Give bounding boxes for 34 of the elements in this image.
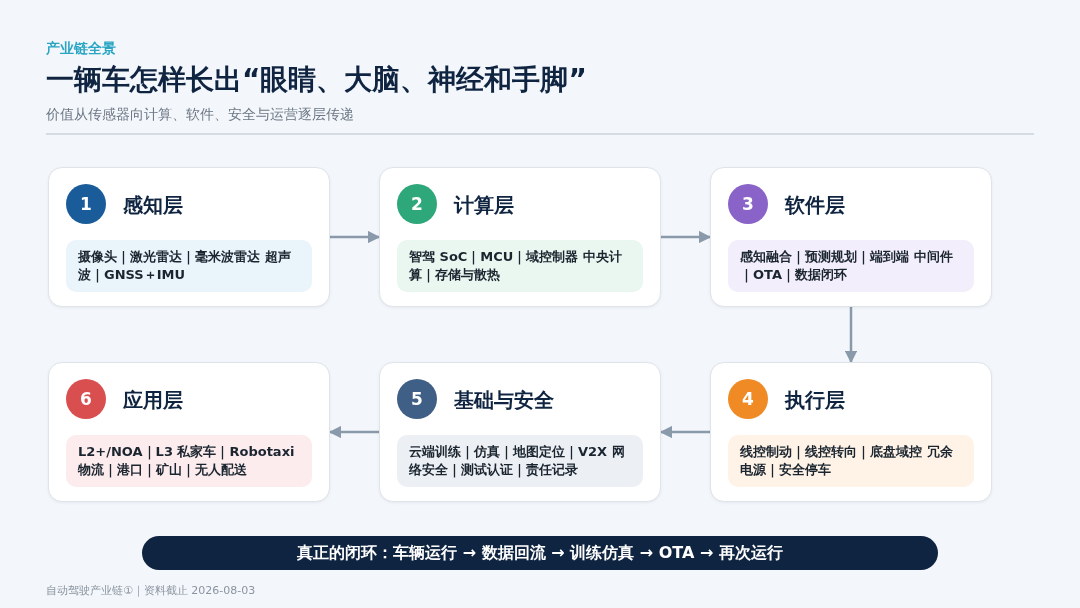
layer-title: 计算层 <box>454 192 514 219</box>
number-badge: 5 <box>397 379 437 419</box>
arrow <box>844 307 858 364</box>
layer-card <box>379 362 661 502</box>
kicker-text: 产业链全景 <box>46 40 116 58</box>
tag-panel: 智驾 SoC｜MCU｜域控制器 中央计算｜存储与散热 <box>397 240 643 292</box>
layer-card <box>710 362 992 502</box>
tag-panel: 云端训练｜仿真｜地图定位｜V2X 网络安全｜测试认证｜责任记录 <box>397 435 643 487</box>
layer-card <box>48 167 330 307</box>
tag-panel: 线控制动｜线控转向｜底盘域控 冗余电源｜安全停车 <box>728 435 974 487</box>
summary-banner: 真正的闭环：车辆运行 → 数据回流 → 训练仿真 → OTA → 再次运行 <box>142 536 938 570</box>
arrow <box>330 230 381 244</box>
layer-card <box>710 167 992 307</box>
number-badge: 6 <box>66 379 106 419</box>
number-badge: 4 <box>728 379 768 419</box>
layer-title: 感知层 <box>123 192 183 219</box>
tag-panel: L2+/NOA｜L3 私家车｜Robotaxi 物流｜港口｜矿山｜无人配送 <box>66 435 312 487</box>
number-badge: 3 <box>728 184 768 224</box>
number-badge: 1 <box>66 184 106 224</box>
layer-title: 软件层 <box>785 192 845 219</box>
arrow <box>659 425 710 439</box>
tag-panel: 感知融合｜预测规划｜端到端 中间件｜OTA｜数据闭环 <box>728 240 974 292</box>
tag-panel: 摄像头｜激光雷达｜毫米波雷达 超声波｜GNSS＋IMU <box>66 240 312 292</box>
number-badge: 2 <box>397 184 437 224</box>
layer-card <box>48 362 330 502</box>
subtitle: 价值从传感器向计算、软件、安全与运营逐层传递 <box>46 106 354 124</box>
arrow <box>661 230 712 244</box>
title: 一辆车怎样长出“眼睛、大脑、神经和手脚” <box>46 62 587 98</box>
layer-title: 执行层 <box>785 387 845 414</box>
footer-note: 自动驾驶产业链①｜资料截止 2026-08-03 <box>46 583 256 598</box>
layer-title: 基础与安全 <box>454 387 554 414</box>
layer-title: 应用层 <box>123 387 183 414</box>
layer-card <box>379 167 661 307</box>
arrow <box>328 425 379 439</box>
